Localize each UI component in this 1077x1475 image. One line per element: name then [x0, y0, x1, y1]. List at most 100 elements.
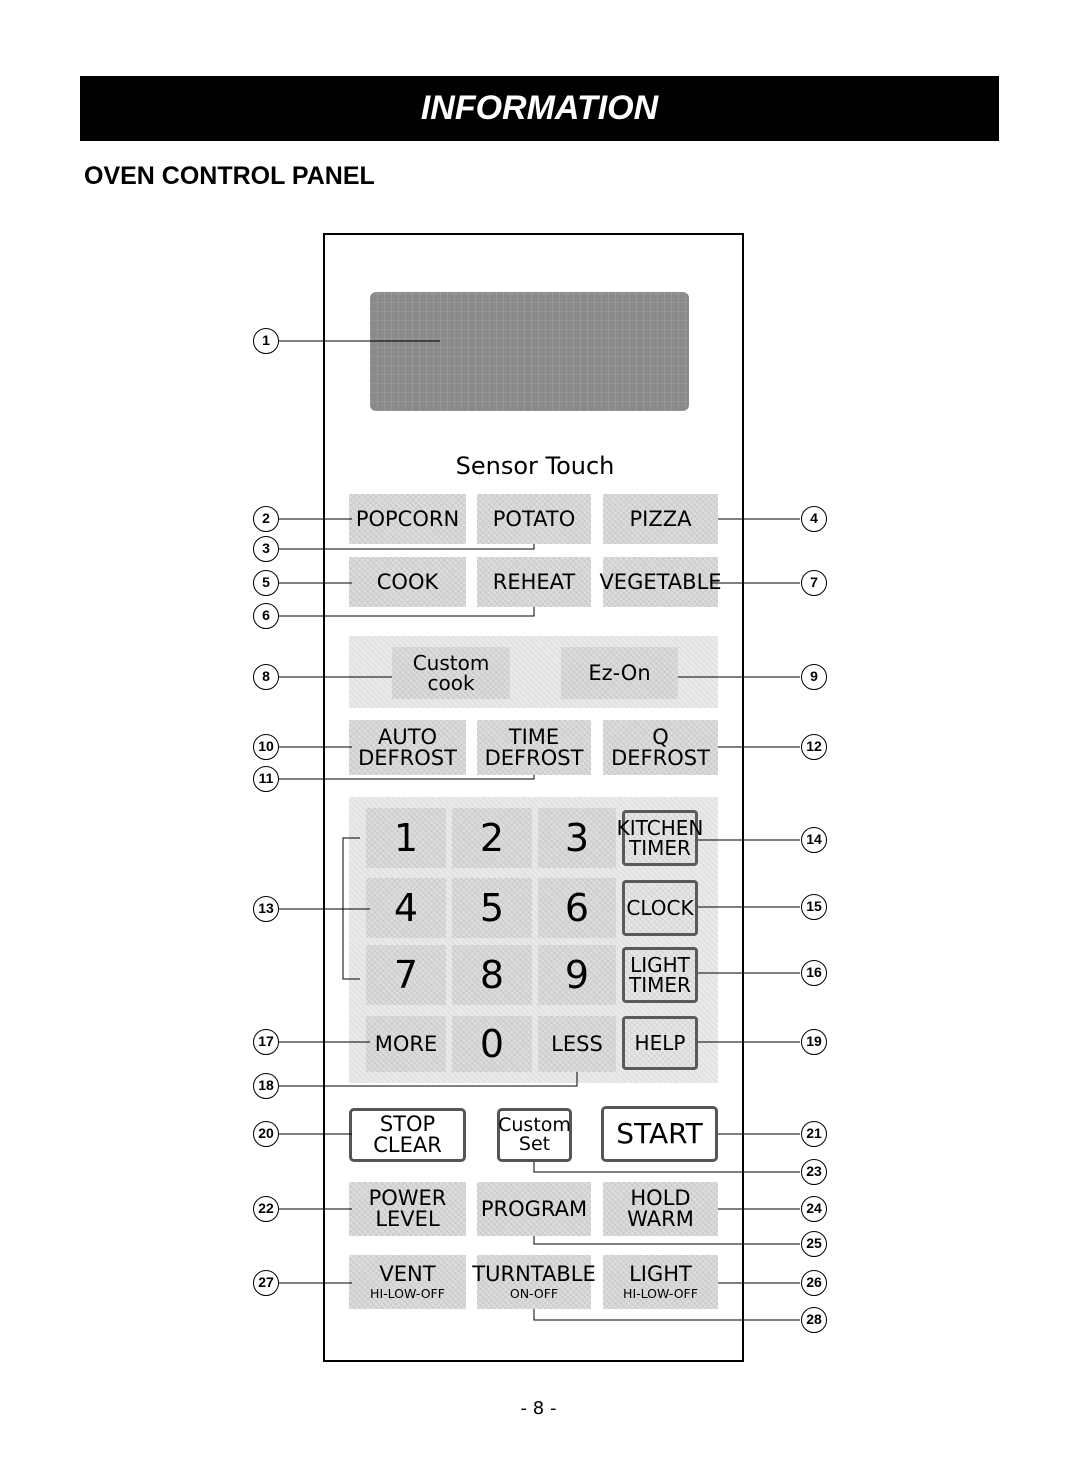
ez-on-button[interactable]: Ez-On	[561, 647, 678, 699]
callout-16: 16	[801, 960, 827, 986]
vent-button[interactable]: VENT HI-LOW-OFF	[349, 1255, 466, 1309]
light-sub-label: HI-LOW-OFF	[623, 1285, 698, 1301]
digit-1-label: 1	[393, 816, 419, 860]
callout-11: 11	[253, 766, 279, 792]
stop-clear-label-1: STOP	[379, 1112, 436, 1136]
light-timer-label-2: TIMER	[629, 973, 691, 997]
potato-button[interactable]: POTATO	[477, 494, 591, 544]
light-timer-button[interactable]: LIGHT TIMER	[622, 947, 698, 1003]
display-window	[370, 292, 689, 411]
callout-25: 25	[801, 1231, 827, 1257]
callout-7: 7	[801, 570, 827, 596]
callout-14: 14	[801, 827, 827, 853]
hold-warm-label-1: HOLD	[630, 1186, 691, 1210]
vent-label: VENT	[379, 1261, 436, 1286]
less-label: LESS	[551, 1031, 603, 1056]
digit-9-label: 9	[564, 953, 590, 997]
q-defrost-label-1: Q	[652, 724, 669, 749]
more-label: MORE	[374, 1031, 438, 1056]
power-level-label-1: POWER	[368, 1186, 447, 1210]
digit-5-label: 5	[479, 886, 505, 930]
digit-8-button[interactable]: 8	[452, 945, 532, 1005]
kitchen-timer-button[interactable]: KITCHEN TIMER	[617, 810, 703, 866]
turntable-button[interactable]: TURNTABLE ON-OFF	[472, 1255, 596, 1309]
reheat-button[interactable]: REHEAT	[477, 557, 591, 607]
popcorn-button[interactable]: POPCORN	[349, 494, 466, 544]
callout-17: 17	[253, 1029, 279, 1055]
cook-label: COOK	[376, 569, 439, 594]
callout-8: 8	[253, 664, 279, 690]
callout-27: 27	[253, 1270, 279, 1296]
stop-clear-button[interactable]: STOP CLEAR	[349, 1108, 466, 1162]
callout-13: 13	[253, 896, 279, 922]
section-title: OVEN CONTROL PANEL	[84, 162, 375, 190]
pizza-button[interactable]: PIZZA	[603, 494, 718, 544]
vent-sub-label: HI-LOW-OFF	[370, 1285, 445, 1301]
time-defrost-button[interactable]: TIME DEFROST	[477, 720, 591, 775]
kitchen-timer-label-1: KITCHEN	[616, 816, 704, 840]
help-button[interactable]: HELP	[622, 1016, 698, 1070]
light-button[interactable]: LIGHT HI-LOW-OFF	[603, 1255, 718, 1309]
digit-3-label: 3	[564, 816, 590, 860]
callout-20: 20	[253, 1121, 279, 1147]
callout-12: 12	[801, 734, 827, 760]
callout-23: 23	[801, 1159, 827, 1185]
digit-1-button[interactable]: 1	[366, 808, 446, 868]
digit-2-label: 2	[479, 816, 505, 860]
program-label: PROGRAM	[480, 1196, 588, 1221]
callout-22: 22	[253, 1196, 279, 1222]
start-button[interactable]: START	[601, 1106, 718, 1162]
callout-18: 18	[253, 1073, 279, 1099]
digit-6-label: 6	[564, 886, 590, 930]
program-button[interactable]: PROGRAM	[477, 1182, 591, 1236]
callout-21: 21	[801, 1121, 827, 1147]
clock-label: CLOCK	[626, 896, 694, 920]
sensor-touch-label: Sensor Touch	[455, 452, 615, 480]
page-number: - 8 -	[520, 1398, 557, 1419]
callout-1: 1	[253, 328, 279, 354]
popcorn-label: POPCORN	[355, 506, 460, 531]
auto-defrost-button[interactable]: AUTO DEFROST	[349, 720, 466, 775]
callout-2: 2	[253, 506, 279, 532]
digit-2-button[interactable]: 2	[452, 808, 532, 868]
digit-4-button[interactable]: 4	[366, 878, 446, 938]
custom-set-button[interactable]: Custom Set	[497, 1108, 572, 1162]
hold-warm-label-2: WARM	[627, 1207, 694, 1231]
power-level-button[interactable]: POWER LEVEL	[349, 1182, 466, 1236]
more-button[interactable]: MORE	[366, 1016, 446, 1072]
time-defrost-label-2: DEFROST	[484, 745, 584, 770]
digit-9-button[interactable]: 9	[538, 945, 616, 1005]
ez-on-label: Ez-On	[588, 660, 651, 685]
less-button[interactable]: LESS	[538, 1016, 616, 1072]
start-label: START	[616, 1117, 703, 1150]
vegetable-label: VEGETABLE	[599, 569, 722, 594]
auto-defrost-label-1: AUTO	[377, 724, 438, 749]
custom-cook-label-1: Custom	[412, 651, 490, 675]
light-timer-label-1: LIGHT	[630, 953, 690, 977]
turntable-label: TURNTABLE	[472, 1261, 596, 1286]
clock-button[interactable]: CLOCK	[622, 880, 698, 936]
reheat-label: REHEAT	[492, 569, 576, 594]
digit-3-button[interactable]: 3	[538, 808, 616, 868]
hold-warm-button[interactable]: HOLD WARM	[603, 1182, 718, 1236]
digit-6-button[interactable]: 6	[538, 878, 616, 938]
digit-8-label: 8	[479, 953, 505, 997]
digit-7-button[interactable]: 7	[366, 945, 446, 1005]
digit-0-button[interactable]: 0	[452, 1016, 532, 1072]
digit-0-label: 0	[479, 1022, 505, 1066]
callout-10: 10	[253, 734, 279, 760]
callout-15: 15	[801, 894, 827, 920]
callout-26: 26	[801, 1270, 827, 1296]
vegetable-button[interactable]: VEGETABLE	[599, 557, 722, 607]
time-defrost-label-1: TIME	[508, 724, 560, 749]
cook-button[interactable]: COOK	[349, 557, 466, 607]
custom-cook-button[interactable]: Custom cook	[392, 647, 510, 699]
digit-5-button[interactable]: 5	[452, 878, 532, 938]
auto-defrost-label-2: DEFROST	[358, 745, 457, 770]
q-defrost-button[interactable]: Q DEFROST	[603, 720, 718, 775]
kitchen-timer-label-2: TIMER	[629, 836, 691, 860]
light-label: LIGHT	[629, 1261, 692, 1286]
help-label: HELP	[634, 1031, 686, 1055]
callout-3: 3	[253, 536, 279, 562]
digit-7-label: 7	[393, 953, 419, 997]
